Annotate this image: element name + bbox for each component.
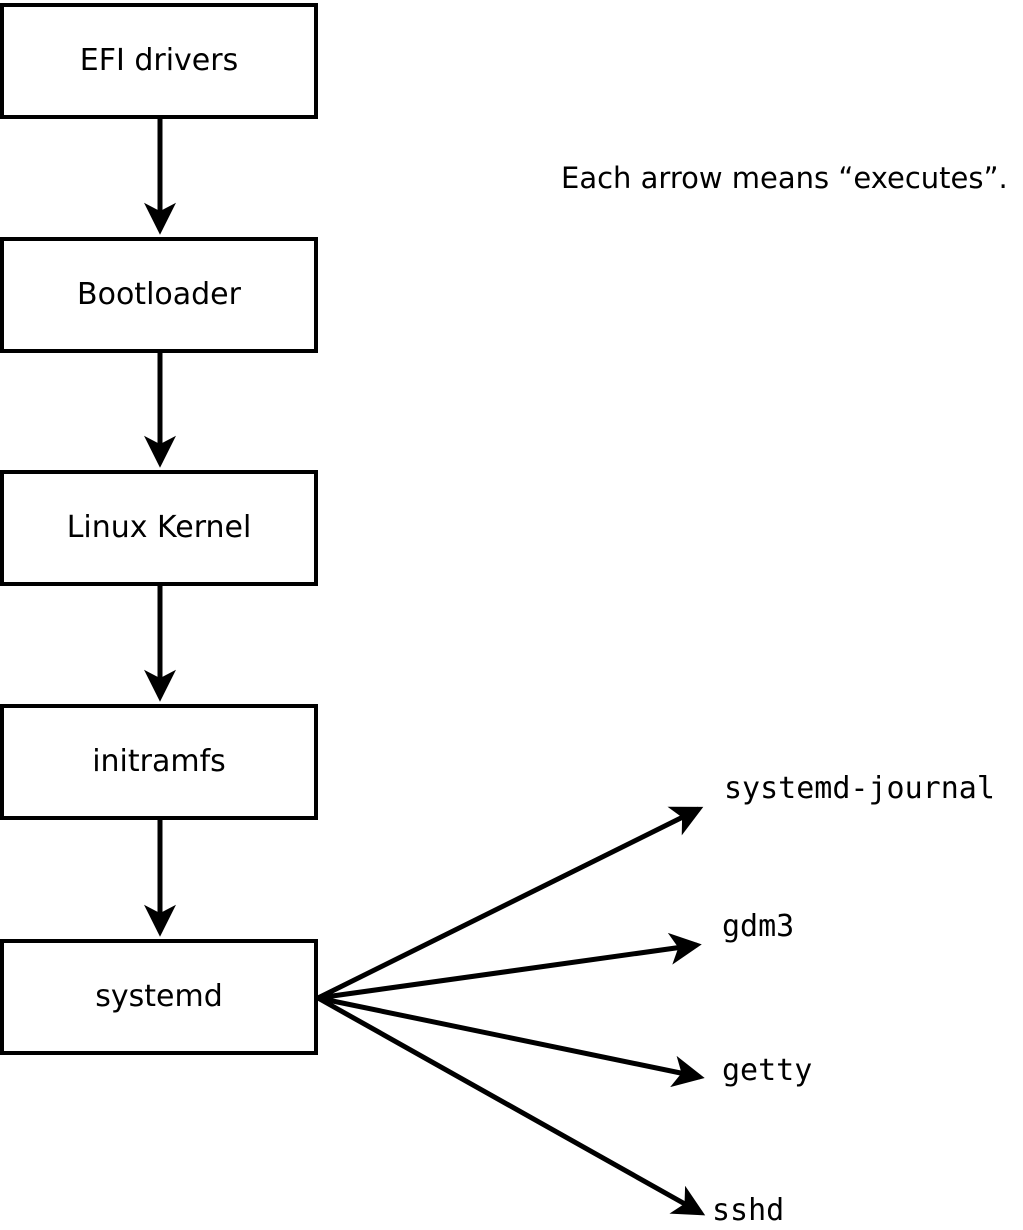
node-systemd-label: systemd (95, 979, 223, 1014)
node-systemd: systemd (0, 939, 318, 1055)
proc-gdm3-label: gdm3 (722, 909, 795, 944)
arrow-systemd-to-gdm3-icon (317, 932, 702, 1001)
arrow-systemd-to-journal-icon (316, 806, 704, 1001)
node-efi-drivers: EFI drivers (0, 3, 318, 119)
proc-getty-label: getty (722, 1053, 813, 1088)
arrow-systemd-to-sshd-icon (316, 995, 706, 1216)
node-linux-kernel-label: Linux Kernel (66, 510, 252, 545)
caption: Each arrow means “executes”. (561, 161, 1008, 195)
proc-systemd-journal-label: systemd-journal (724, 771, 995, 806)
node-initramfs-label: initramfs (92, 744, 226, 779)
node-linux-kernel: Linux Kernel (0, 470, 318, 586)
node-bootloader: Bootloader (0, 237, 318, 353)
node-initramfs: initramfs (0, 704, 318, 820)
arrow-systemd-to-getty-icon (317, 995, 705, 1088)
node-efi-drivers-label: EFI drivers (79, 43, 239, 78)
node-bootloader-label: Bootloader (77, 277, 241, 312)
proc-sshd-label: sshd (712, 1193, 785, 1228)
